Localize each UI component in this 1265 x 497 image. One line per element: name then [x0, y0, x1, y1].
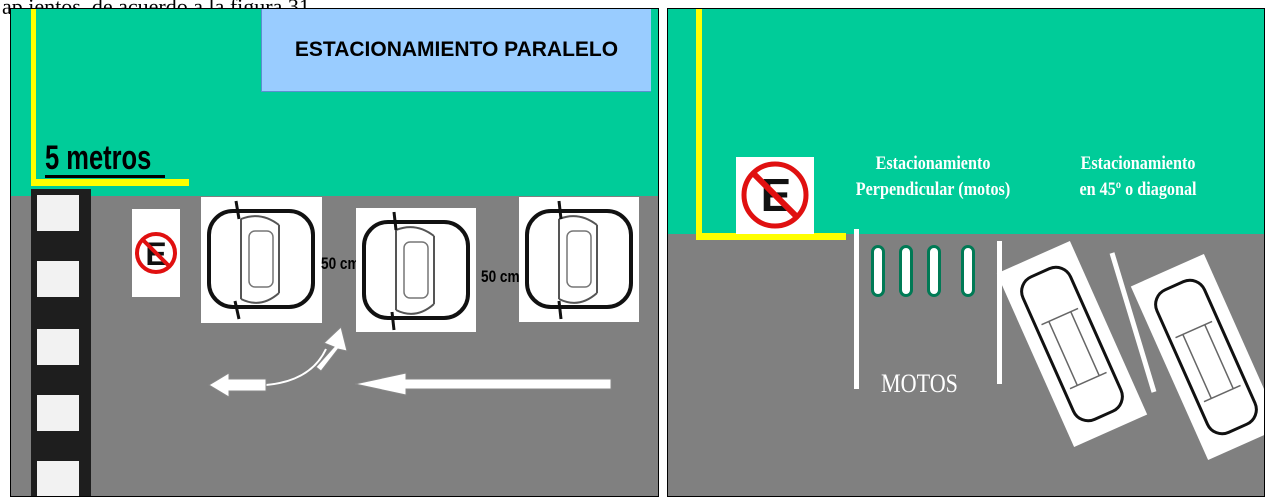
- perpendicular-label: Estacionamiento Perpendicular (motos): [835, 151, 1031, 203]
- perpendicular-label-line2: Perpendicular (motos): [855, 179, 1011, 200]
- yellow-curb-line-horizontal: [31, 179, 189, 186]
- moto-zone-post-right: [997, 241, 1002, 384]
- gap-label: 50 cm: [481, 267, 520, 286]
- parallel-parking-title: ESTACIONAMIENTO PARALELO: [261, 9, 651, 92]
- parked-car: [519, 197, 639, 322]
- diagonal-divider-line: [1109, 252, 1157, 393]
- diagonal-car: [996, 240, 1148, 448]
- motos-label: MOTOS: [881, 369, 958, 398]
- moto-zone-post-left: [854, 229, 859, 389]
- parked-car: [201, 197, 322, 323]
- gap-label: 50 cm: [321, 254, 360, 273]
- no-parking-sign: E: [132, 209, 180, 297]
- perpendicular-label-line1: Estacionamiento: [875, 153, 991, 174]
- yellow-curb-line-horizontal: [696, 233, 846, 240]
- crosswalk-stripe: [37, 461, 79, 496]
- straight-arrow-icon: [354, 372, 612, 396]
- distance-label: 5 metros: [45, 139, 152, 177]
- no-parking-icon: E: [135, 232, 177, 274]
- no-parking-sign: E: [736, 157, 814, 234]
- crosswalk: [31, 189, 91, 496]
- yellow-curb-line-vertical: [696, 9, 702, 239]
- diagonal-label-line1: Estacionamiento: [1080, 153, 1196, 174]
- yellow-curb-line-vertical: [31, 9, 36, 186]
- diagonal-parking: [996, 240, 1264, 461]
- crosswalk-stripe: [37, 261, 79, 297]
- parked-car: [356, 208, 476, 332]
- crosswalk-stripe: [37, 195, 79, 231]
- moto-slot: [927, 245, 941, 297]
- maneuver-arrows: [208, 326, 612, 398]
- parallel-parking-panel: ESTACIONAMIENTO PARALELO 5 metros E 50 c…: [10, 8, 659, 497]
- moto-slot: [899, 245, 913, 297]
- perpendicular-diagonal-panel: E Estacionamiento Perpendicular (motos) …: [667, 8, 1265, 497]
- moto-slot: [871, 245, 885, 297]
- distance-underline: [45, 175, 165, 178]
- crosswalk-stripe: [37, 395, 79, 431]
- no-parking-icon: E: [741, 161, 809, 229]
- diagonal-car: [1130, 253, 1264, 461]
- diagonal-label-line2: en 45º o diagonal: [1079, 179, 1197, 200]
- diagonal-label: Estacionamiento en 45º o diagonal: [1049, 151, 1228, 203]
- moto-slot: [961, 245, 975, 297]
- crosswalk-stripe: [37, 329, 79, 365]
- curved-arrow-icon: [208, 326, 348, 398]
